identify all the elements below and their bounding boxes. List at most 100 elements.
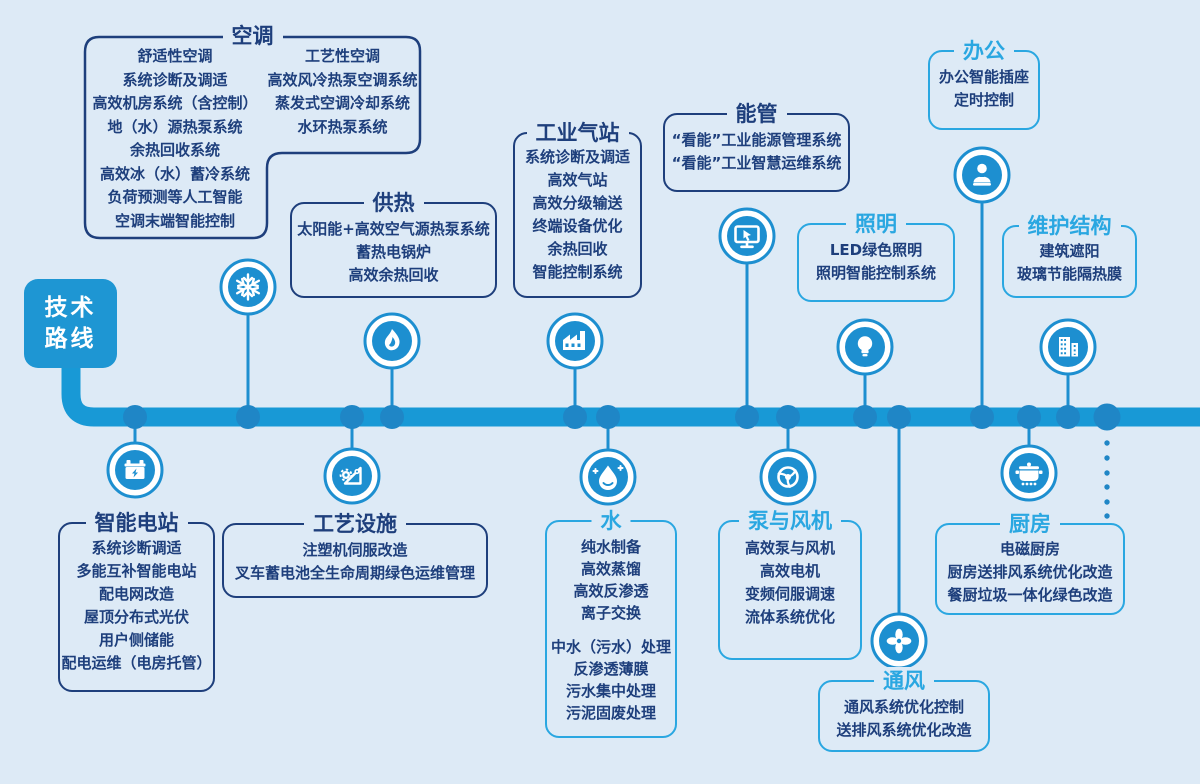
lightbulb-icon xyxy=(836,318,894,376)
list-item: 定时控制 xyxy=(953,91,1014,109)
list-item: 污泥固废处理 xyxy=(565,704,656,722)
list-item: 变频伺服调速 xyxy=(744,585,835,603)
list-item: 高效蒸馏 xyxy=(580,560,641,578)
list-item: 负荷预测等人工智能 xyxy=(107,188,243,206)
list-item: 玻璃节能隔热膜 xyxy=(1016,265,1122,283)
monitor-cursor-icon xyxy=(718,207,776,265)
list-item: 水环热泵系统 xyxy=(297,117,388,136)
list-item: 餐厨垃圾一体化绿色改造 xyxy=(947,586,1113,604)
cooking-pot-icon xyxy=(1000,444,1058,502)
triangle-gear-icon xyxy=(323,447,381,505)
list-item: 屋顶分布式光伏 xyxy=(83,608,189,626)
box-chufang-title: 厨房 xyxy=(1000,510,1060,538)
list-item: 反渗透薄膜 xyxy=(573,660,649,678)
list-item: 配电运维（电房托管） xyxy=(61,654,212,672)
list-item: 系统诊断及调适 xyxy=(122,70,228,89)
box-qizhan: 工业气站 系统诊断及调适 高效气站 高效分级输送 终端设备优化 余热回收 智能控… xyxy=(513,119,642,298)
list-item: 送排风系统优化改造 xyxy=(836,721,972,739)
snowflake-icon xyxy=(219,258,277,316)
list-item: 系统诊断调适 xyxy=(91,539,182,557)
list-item: 高效反渗透 xyxy=(573,582,649,600)
box-sheshi-title: 工艺设施 xyxy=(304,510,406,538)
list-item: 污水集中处理 xyxy=(565,682,656,700)
list-item: 流体系统优化 xyxy=(744,608,835,626)
list-item: 余热回收系统 xyxy=(129,141,220,159)
box-tongfeng-title: 通风 xyxy=(874,667,934,695)
list-item: 空调末端智能控制 xyxy=(114,211,235,230)
list-item: 配电网改造 xyxy=(98,585,174,603)
list-item: 办公智能插座 xyxy=(938,68,1029,86)
building-icon xyxy=(1039,318,1097,376)
box-gongre: 供热 太阳能+高效空气源热泵系统 蓄热电锅炉 高效余热回收 xyxy=(290,189,497,298)
list-item: “看能”工业智慧运维系统 xyxy=(671,154,842,172)
box-dianzhan-title: 智能电站 xyxy=(85,509,188,537)
box-kongtiao-outline xyxy=(83,35,422,240)
box-beng-title: 泵与风机 xyxy=(739,507,841,535)
list-item: 高效余热回收 xyxy=(348,266,439,284)
list-item: 高效泵与风机 xyxy=(744,539,835,557)
list-item: 蒸发式空调冷却系统 xyxy=(274,94,410,112)
list-item: 建筑遮阳 xyxy=(1039,242,1100,260)
box-zhaoming-title: 照明 xyxy=(846,210,906,238)
list-item: 系统诊断及调适 xyxy=(524,148,630,166)
list-item: 余热回收 xyxy=(547,240,608,258)
list-item: 叉车蓄电池全生命周期绿色运维管理 xyxy=(234,564,475,582)
list-item: 高效风冷热泵空调系统 xyxy=(267,70,418,89)
list-item: 用户侧储能 xyxy=(98,631,174,649)
list-item: 高效分级输送 xyxy=(532,194,623,212)
roadmap-label-line1: 技术 xyxy=(44,294,97,321)
list-item: 离子交换 xyxy=(580,604,641,622)
roadmap-label: 技术 路线 xyxy=(24,279,117,368)
list-item: 高效电机 xyxy=(759,562,820,580)
box-shui: 水 纯水制备 高效蒸馏 高效反渗透 离子交换 中水（污水）处理 反渗透薄膜 污水… xyxy=(545,507,677,738)
box-zhaoming: 照明 LED绿色照明 照明智能控制系统 xyxy=(797,210,955,302)
list-item: 注塑机伺服改造 xyxy=(302,541,408,559)
list-item: 终端设备优化 xyxy=(532,217,623,235)
group-header: 中水（污水）处理 xyxy=(550,638,671,656)
timeline xyxy=(61,360,1200,427)
kongtiao-comfort-column: 舒适性空调 系统诊断及调适 高效机房系统（含控制） 地（水）源热泵系统 余热回收… xyxy=(85,45,265,233)
list-item: 地（水）源热泵系统 xyxy=(107,117,243,136)
box-kongtiao-title: 空调 xyxy=(222,22,283,50)
list-item: 太阳能+高效空气源热泵系统 xyxy=(297,220,490,238)
kongtiao-process-column: 工艺性空调 高效风冷热泵空调系统 蒸发式空调冷却系统 水环热泵系统 xyxy=(265,45,420,139)
list-item: 高效机房系统（含控制） xyxy=(92,94,258,112)
box-gongre-title: 供热 xyxy=(363,189,424,217)
box-tongfeng: 通风 通风系统优化控制 送排风系统优化改造 xyxy=(818,667,990,752)
water-drop-icon xyxy=(579,448,637,506)
box-bangong-title: 办公 xyxy=(954,37,1014,65)
list-item: 厨房送排风系统优化改造 xyxy=(947,563,1113,581)
list-item: 智能控制系统 xyxy=(532,263,623,281)
box-chufang: 厨房 电磁厨房 厨房送排风系统优化改造 餐厨垃圾一体化绿色改造 xyxy=(935,510,1125,615)
list-item: 多能互补智能电站 xyxy=(76,562,197,580)
roadmap-label-line2: 路线 xyxy=(44,325,97,352)
list-item: 照明智能控制系统 xyxy=(815,264,936,282)
box-bangong: 办公 办公智能插座 定时控制 xyxy=(928,37,1040,130)
box-weihu-title: 维护结构 xyxy=(1018,212,1121,240)
fan-icon xyxy=(870,612,928,670)
box-nengguan-title: 能管 xyxy=(726,100,787,128)
list-item: 高效气站 xyxy=(547,171,608,189)
box-shui-title: 水 xyxy=(591,507,631,535)
box-kongtiao: 空调 舒适性空调 系统诊断及调适 高效机房系统（含控制） 地（水）源热泵系统 余… xyxy=(85,22,420,238)
list-item: 蓄热电锅炉 xyxy=(355,243,431,261)
box-dianzhan: 智能电站 系统诊断调适 多能互补智能电站 配电网改造 屋顶分布式光伏 用户侧储能… xyxy=(58,509,215,692)
list-item: 高效冰（水）蓄冷系统 xyxy=(99,164,250,183)
factory-icon xyxy=(546,312,604,370)
office-worker-icon xyxy=(953,146,1011,204)
box-sheshi: 工艺设施 注塑机伺服改造 叉车蓄电池全生命周期绿色运维管理 xyxy=(222,510,488,598)
column-header: 工艺性空调 xyxy=(304,47,380,65)
flame-icon xyxy=(363,312,421,370)
list-item: 电磁厨房 xyxy=(999,540,1060,558)
box-nengguan: 能管 “看能”工业能源管理系统 “看能”工业智慧运维系统 xyxy=(663,100,850,192)
group-header: 纯水制备 xyxy=(580,538,641,556)
battery-icon xyxy=(106,441,164,499)
column-header: 舒适性空调 xyxy=(137,47,213,65)
timeline-nodes xyxy=(123,403,1121,431)
box-qizhan-title: 工业气站 xyxy=(526,119,629,147)
box-weihu: 维护结构 建筑遮阳 玻璃节能隔热膜 xyxy=(1002,212,1137,298)
list-item: LED绿色照明 xyxy=(829,241,923,259)
list-item: “看能”工业能源管理系统 xyxy=(671,131,842,149)
